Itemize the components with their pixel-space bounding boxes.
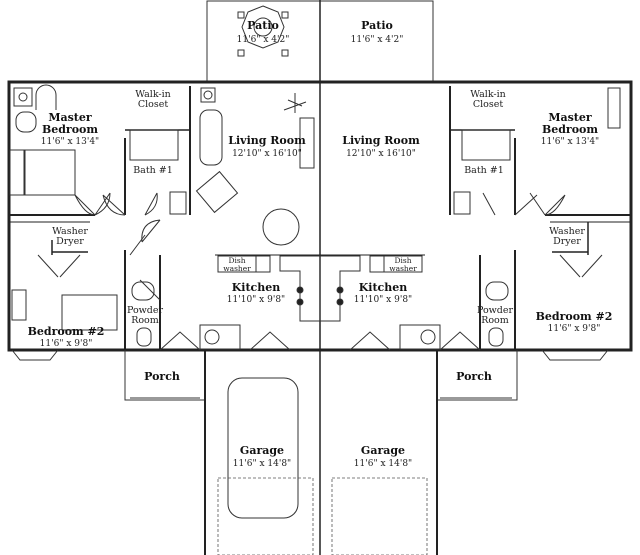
living-room-right-label: Living Room bbox=[342, 134, 420, 147]
master-bedroom-right-label2: Bedroom bbox=[542, 123, 598, 136]
car-icon bbox=[227, 377, 299, 519]
patio-right-label: Patio bbox=[361, 19, 393, 32]
kitchen-left-label: Kitchen bbox=[232, 281, 281, 294]
master-bedroom-right-dim: 11'6" x 13'4" bbox=[541, 137, 599, 147]
bed2-icon bbox=[61, 294, 118, 331]
bath-right-label: Bath #1 bbox=[464, 165, 504, 176]
laundry-left-label2: Dryer bbox=[56, 236, 84, 247]
garage-right-dim: 11'6" x 14'8" bbox=[354, 459, 412, 469]
left-unit-labels: Patio 11'6" x 4'2" Master Bedroom 11'6" … bbox=[28, 19, 306, 469]
right-unit-labels: Patio 11'6" x 4'2" Master Bedroom 11'6" … bbox=[342, 19, 612, 469]
garage-right-label: Garage bbox=[361, 444, 405, 457]
master-bedroom-left-label: Master bbox=[48, 111, 92, 124]
bath-left-label: Bath #1 bbox=[133, 165, 173, 176]
closet-left-label: Walk-in bbox=[135, 89, 171, 100]
patio-left-dim: 11'6" x 4'2" bbox=[237, 35, 290, 45]
powder-room-left-label: Powder bbox=[127, 305, 164, 316]
bedroom2-right-label: Bedroom #2 bbox=[536, 310, 613, 323]
dishwasher-right-label: Dish bbox=[394, 256, 411, 265]
master-bedroom-left-dim: 11'6" x 13'4" bbox=[41, 137, 99, 147]
doors bbox=[37, 192, 603, 351]
garage-left-label: Garage bbox=[240, 444, 284, 457]
dishwasher-left-label: Dish bbox=[228, 256, 245, 265]
garage-left-dim: 11'6" x 14'8" bbox=[233, 459, 291, 469]
bedroom2-left-label: Bedroom #2 bbox=[28, 325, 105, 338]
armchair-icon bbox=[195, 170, 239, 214]
fixtures bbox=[9, 84, 621, 519]
closet-left-label2: Closet bbox=[138, 99, 169, 110]
ceiling-fan-icon bbox=[283, 93, 307, 113]
dining-table-icon bbox=[262, 208, 300, 246]
sofa-icon bbox=[199, 109, 223, 166]
porches-garages bbox=[124, 350, 518, 555]
shower-icon bbox=[129, 129, 179, 161]
patio-table-icon bbox=[237, 5, 289, 57]
bed-icon bbox=[24, 149, 76, 196]
master-bedroom-right-label: Master bbox=[548, 111, 592, 124]
patio-right-dim: 11'6" x 4'2" bbox=[351, 35, 404, 45]
living-room-right-dim: 12'10" x 16'10" bbox=[346, 149, 416, 159]
kitchen-left-dim: 11'10" x 9'8" bbox=[227, 295, 285, 305]
patio-left-label: Patio bbox=[247, 19, 279, 32]
bay-window-right bbox=[541, 349, 609, 361]
living-room-left-dim: 12'10" x 16'10" bbox=[232, 149, 302, 159]
bay-window-left bbox=[11, 349, 59, 361]
master-bedroom-left-label2: Bedroom bbox=[42, 123, 98, 136]
dishwasher-left-label2: washer bbox=[223, 264, 251, 273]
powder-room-right-label2: Room bbox=[481, 315, 509, 326]
bedroom2-left-dim: 11'6" x 9'8" bbox=[40, 339, 93, 349]
porch-left-label: Porch bbox=[144, 370, 180, 383]
living-room-left-label: Living Room bbox=[228, 134, 306, 147]
dishwasher-right-label2: washer bbox=[389, 264, 417, 273]
powder-toilet-icon bbox=[136, 327, 152, 347]
powder-room-left-label2: Room bbox=[131, 315, 159, 326]
laundry-left-label: Washer bbox=[52, 226, 88, 237]
closet-right-label: Walk-in bbox=[470, 89, 506, 100]
laundry-right-label: Washer bbox=[549, 226, 585, 237]
closet-right-label2: Closet bbox=[473, 99, 504, 110]
powder-room-right-label: Powder bbox=[477, 305, 514, 316]
walls bbox=[7, 0, 633, 555]
kitchen-right-dim: 11'10" x 9'8" bbox=[354, 295, 412, 305]
kitchen-right-label: Kitchen bbox=[359, 281, 408, 294]
toilet-icon bbox=[169, 191, 187, 215]
powder-sink-icon bbox=[131, 281, 155, 301]
bedroom2-right-dim: 11'6" x 9'8" bbox=[548, 324, 601, 334]
porch-right-label: Porch bbox=[456, 370, 492, 383]
laundry-right-label2: Dryer bbox=[553, 236, 581, 247]
